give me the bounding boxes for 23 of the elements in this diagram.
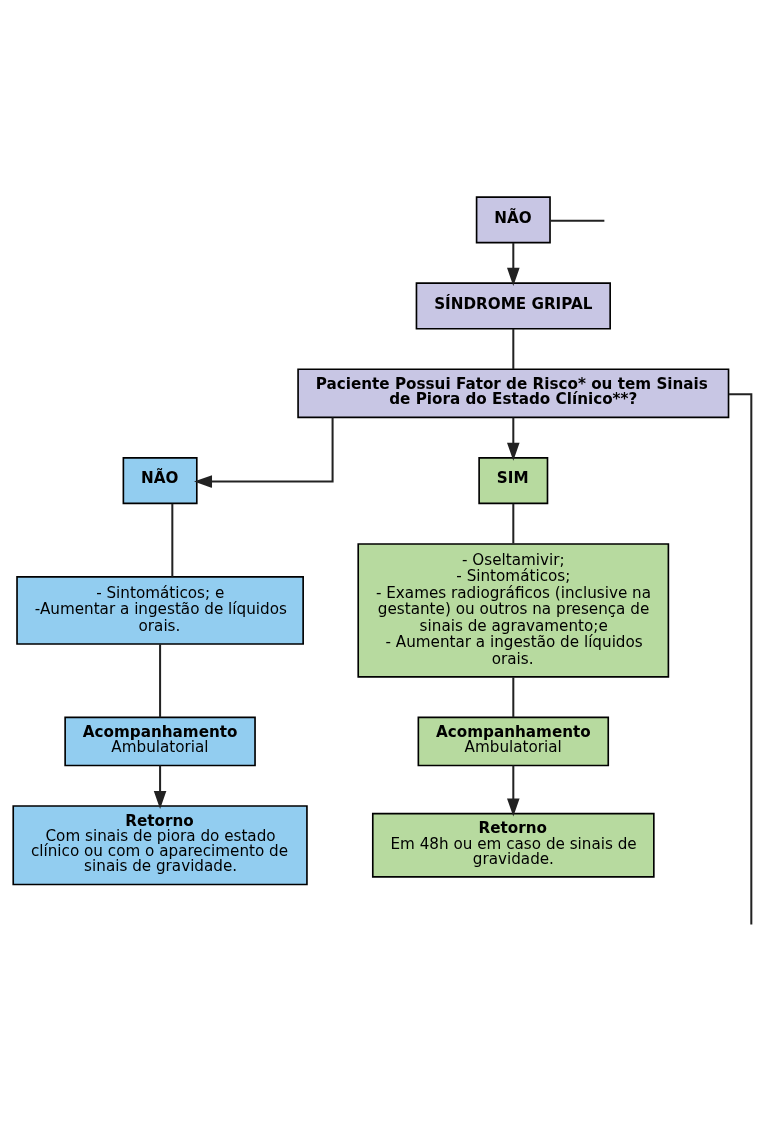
arrow	[507, 765, 520, 817]
arrow	[194, 416, 334, 488]
connector	[512, 503, 515, 543]
node-box: - Oseltamivir; - Sintomáticos; - Exames radiográficos (inclusive na gestante) ou outros na presença de sinais de agravamento;e - Aumentar a ingestão de líquidos orais.	[357, 542, 670, 678]
node-box: Retorno Com sinais de piora do estado clínico ou com o aparecimento de sinais de gravidade.	[12, 804, 308, 885]
arrow	[507, 417, 520, 461]
connector	[512, 328, 515, 369]
connector	[512, 676, 515, 717]
connector	[159, 643, 162, 717]
arrow	[507, 242, 520, 286]
node-box: NÃO	[122, 456, 198, 504]
node-box: - Sintomáticos; e -Aumentar a ingestão de líquidos orais.	[16, 575, 304, 645]
node-box: SÍNDROME GRIPAL	[415, 281, 611, 330]
connector	[171, 503, 174, 577]
node-box: Retorno Em 48h ou em caso de sinais de gravidade.	[371, 812, 655, 878]
node-box: Acompanhamento Ambulatorial	[417, 716, 610, 766]
arrow	[153, 765, 167, 809]
node-box: Paciente Possui Fator de Risco* ou tem Sinais de Piora do Estado Clínico**?	[297, 367, 730, 418]
connector	[728, 392, 753, 925]
node-box: Acompanhamento Ambulatorial	[64, 716, 256, 766]
node-box: NÃO	[475, 195, 551, 243]
node-box: SIM	[478, 456, 549, 504]
connector	[550, 219, 605, 222]
